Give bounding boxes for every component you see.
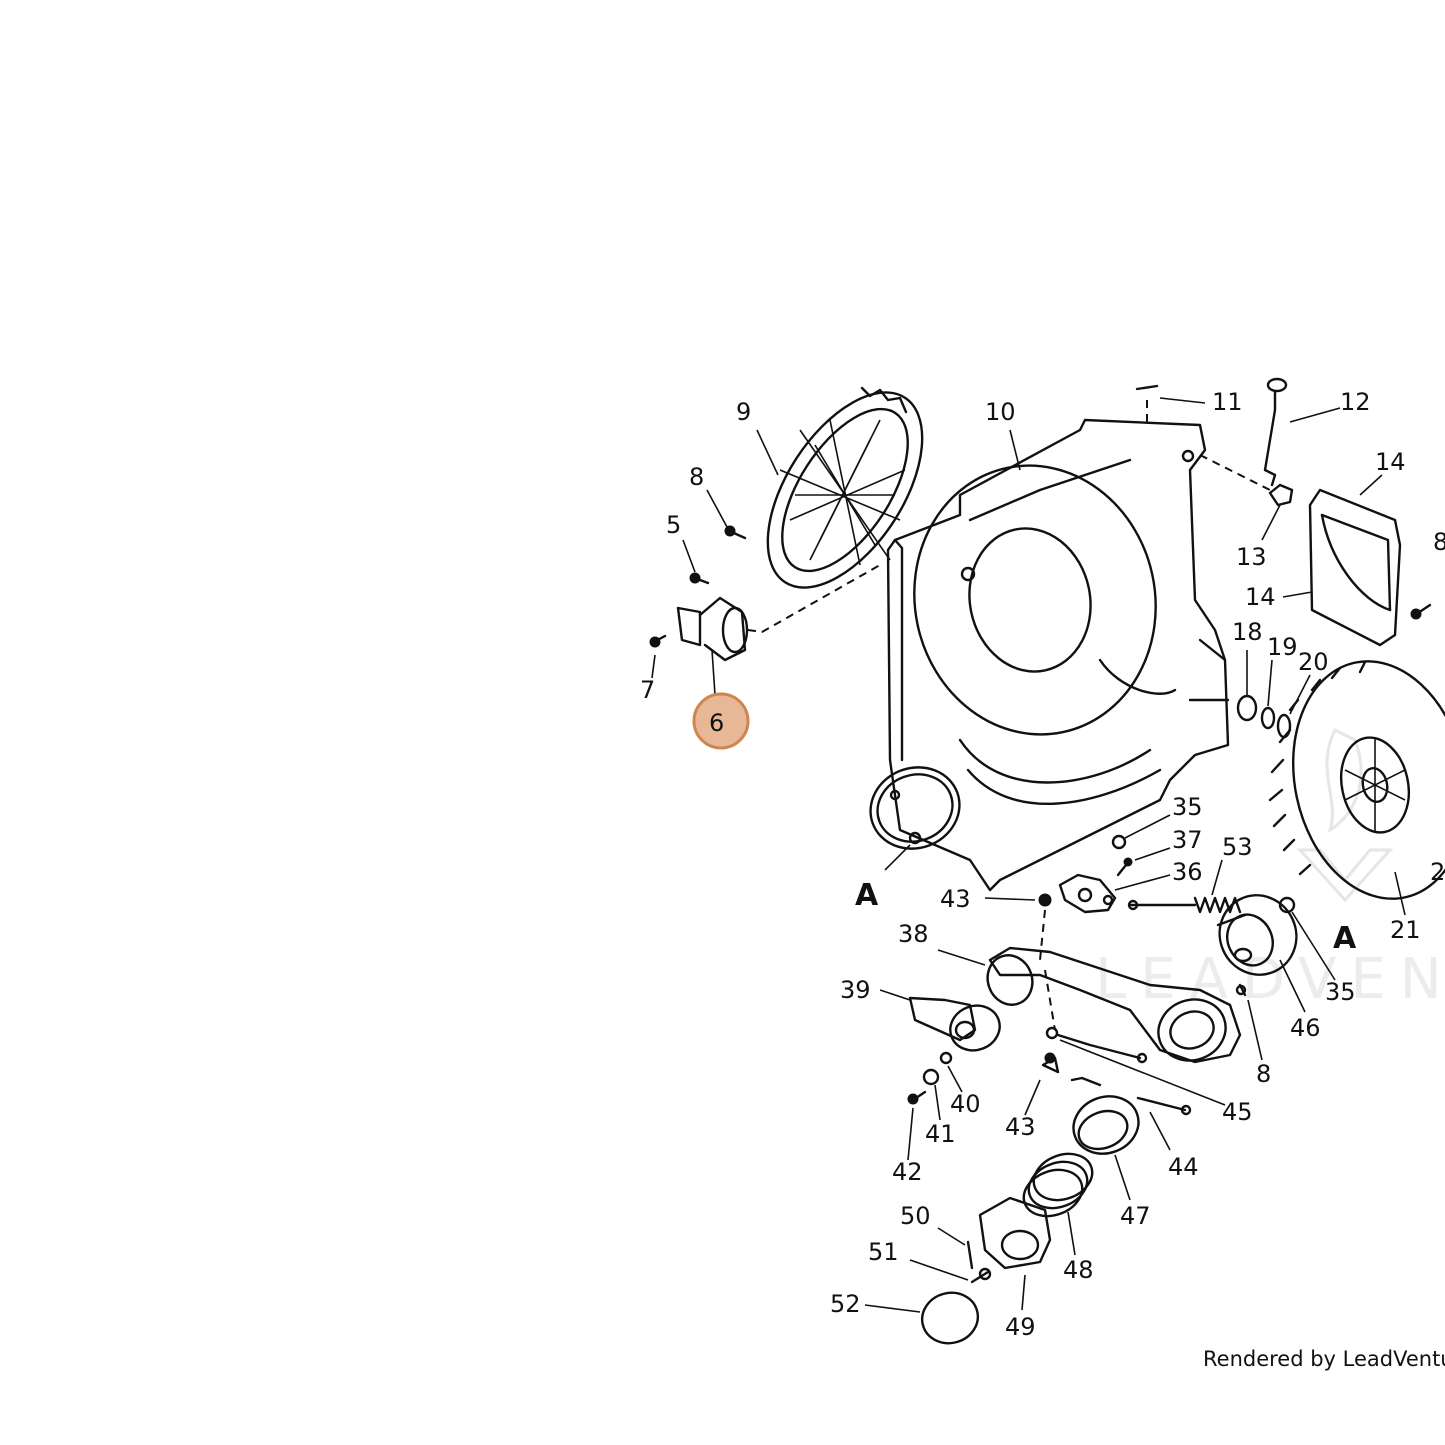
part-6-elbow-bracket — [676, 564, 881, 662]
callout-21[interactable]: 21 — [1390, 916, 1421, 944]
part-8-screw — [724, 525, 747, 540]
part-39-cam — [879, 989, 1001, 1052]
callout-20[interactable]: 20 — [1298, 648, 1329, 676]
part-13-nut — [1199, 454, 1294, 541]
callout-14-upper[interactable]: 14 — [1375, 448, 1406, 476]
part-46-starter-pulley — [1216, 894, 1306, 1013]
callout-38[interactable]: 38 — [898, 920, 929, 948]
callout-44[interactable]: 44 — [1168, 1153, 1199, 1181]
callout-45[interactable]: 45 — [1222, 1098, 1253, 1126]
callout-51[interactable]: 51 — [868, 1238, 899, 1266]
part-49-knob — [978, 1196, 1052, 1311]
callout-40[interactable]: 40 — [950, 1090, 981, 1118]
ref-mark-a-right: A — [1333, 921, 1357, 956]
part-43-nut-lower — [1024, 1052, 1060, 1116]
part-35-nut-lower — [1278, 896, 1336, 981]
part-7-screw — [649, 634, 667, 648]
leadventure-watermark: LEADVENT — [1095, 727, 1445, 1012]
callout-41[interactable]: 41 — [925, 1120, 956, 1148]
part-52-cap — [864, 1291, 980, 1345]
callout-52[interactable]: 52 — [830, 1290, 861, 1318]
part-50-pin — [937, 1227, 974, 1270]
svg-text:LEADVENT: LEADVENT — [1095, 947, 1445, 1012]
part-21-flywheel — [1268, 660, 1445, 916]
callout-50[interactable]: 50 — [900, 1202, 931, 1230]
callout-8-right[interactable]: 8 — [1433, 528, 1445, 556]
callout-43-lower[interactable]: 43 — [1005, 1113, 1036, 1141]
callout-46[interactable]: 46 — [1290, 1014, 1321, 1042]
callout-12[interactable]: 12 — [1340, 388, 1371, 416]
callout-13[interactable]: 13 — [1236, 543, 1267, 571]
callout-8-upper[interactable]: 8 — [689, 463, 704, 491]
part-40-washer — [939, 1051, 963, 1093]
callout-48[interactable]: 48 — [1063, 1256, 1094, 1284]
part-42-bolt — [907, 1090, 927, 1161]
part-8-screw-right — [1410, 603, 1432, 620]
callout-37[interactable]: 37 — [1172, 826, 1203, 854]
highlight-marker-part-6[interactable] — [692, 692, 750, 750]
part-10-fan-housing — [886, 418, 1230, 892]
callout-49[interactable]: 49 — [1005, 1313, 1036, 1341]
callout-14-lower[interactable]: 14 — [1245, 583, 1276, 611]
part-35-nut-upper — [1111, 814, 1171, 850]
callout-42[interactable]: 42 — [892, 1158, 923, 1186]
callout-5[interactable]: 5 — [666, 511, 681, 539]
part-43-nut-upper — [984, 893, 1052, 961]
callout-9[interactable]: 9 — [736, 398, 751, 426]
callout-18[interactable]: 18 — [1232, 618, 1263, 646]
callout-43-upper[interactable]: 43 — [940, 885, 971, 913]
callout-6-highlighted[interactable]: 6 — [709, 709, 724, 737]
leader-lines — [651, 429, 1021, 696]
part-11-pin — [1135, 384, 1206, 425]
part-48-spring — [1022, 1152, 1094, 1256]
part-37-screw — [1116, 847, 1171, 877]
part-41-washer — [922, 1068, 941, 1121]
part-5-screw — [689, 572, 710, 585]
part-38-lever-arm — [937, 946, 1242, 1064]
callout-10[interactable]: 10 — [985, 398, 1016, 426]
callout-2-partial[interactable]: 2 — [1430, 858, 1445, 886]
part-47-ring — [1072, 1095, 1140, 1201]
callout-39[interactable]: 39 — [840, 976, 871, 1004]
ring-a-left — [869, 766, 961, 871]
part-18-nut — [1236, 650, 1258, 722]
callout-36[interactable]: 36 — [1172, 858, 1203, 886]
part-12-rod — [1263, 377, 1341, 487]
callout-11[interactable]: 11 — [1212, 388, 1243, 416]
callout-35-upper[interactable]: 35 — [1172, 793, 1203, 821]
callout-8-lower[interactable]: 8 — [1256, 1060, 1271, 1088]
callout-19[interactable]: 19 — [1267, 633, 1298, 661]
part-8-pin-lower — [1235, 983, 1263, 1061]
part-14-gasket — [1282, 474, 1402, 647]
part-51-bolt — [909, 1259, 992, 1284]
ref-mark-a-left: A — [855, 878, 879, 913]
callout-35-lower[interactable]: 35 — [1325, 978, 1356, 1006]
callout-47[interactable]: 47 — [1120, 1202, 1151, 1230]
callout-7[interactable]: 7 — [640, 676, 655, 704]
rendered-by-footer: Rendered by LeadVentur — [1203, 1347, 1445, 1371]
callout-53[interactable]: 53 — [1222, 833, 1253, 861]
part-19-washer — [1260, 659, 1276, 730]
part-45-cable — [1045, 1026, 1226, 1106]
part-9-filter-grille — [766, 386, 924, 589]
part-36-plate — [1058, 873, 1171, 914]
callout-labels: 9 10 11 12 14 8 8 5 13 14 7 18 19 20 35 … — [640, 388, 1445, 1341]
part-44-rod — [1070, 1076, 1192, 1151]
